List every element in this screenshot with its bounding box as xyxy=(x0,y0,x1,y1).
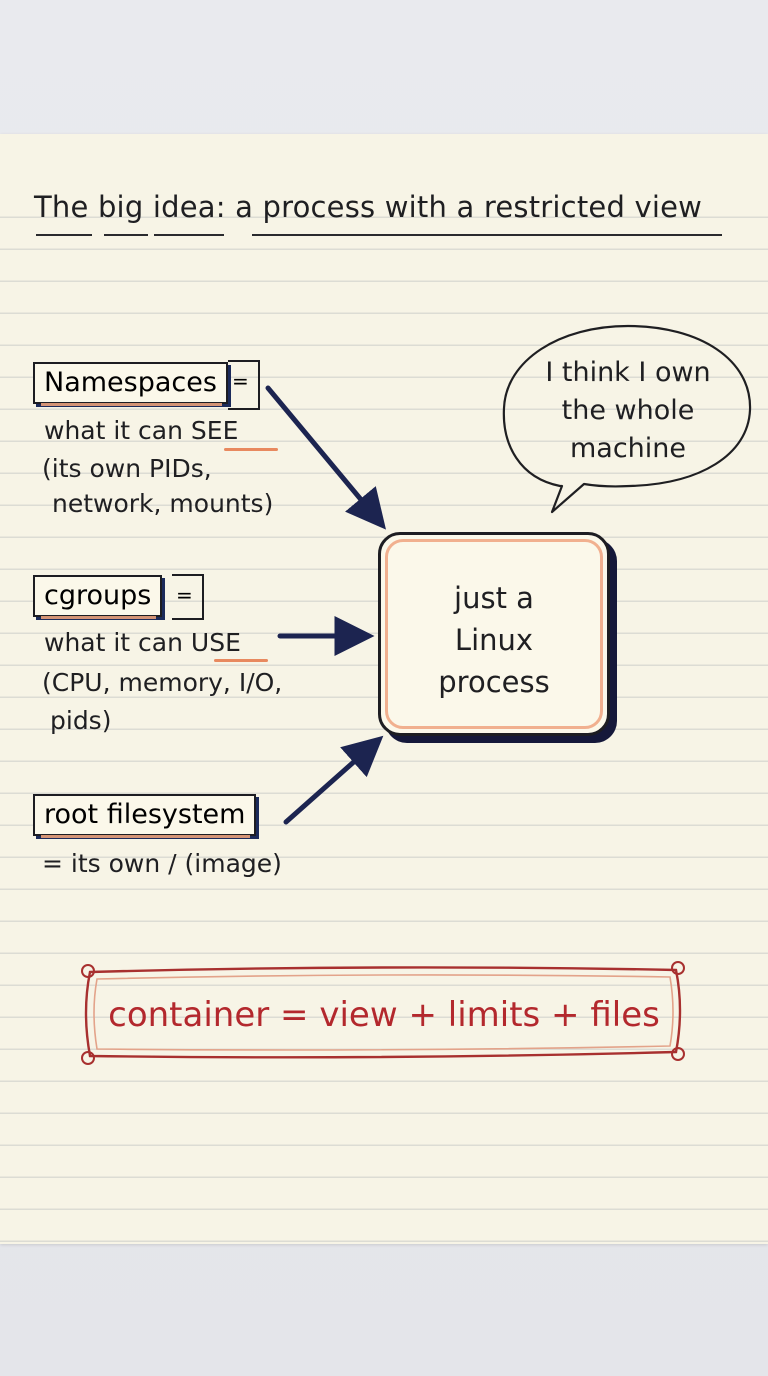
process-line2: Linux xyxy=(454,623,534,657)
speech-bubble-text: I think I own the whole machine xyxy=(520,354,736,468)
rootfs-arrow xyxy=(283,735,384,825)
container-formula: container = view + limits + files xyxy=(108,995,660,1035)
title-underline-4 xyxy=(252,234,722,236)
cgroups-line1-prefix: what it can xyxy=(44,628,191,657)
namespaces-label-box: Namespaces xyxy=(33,362,228,406)
title-underline-2 xyxy=(104,234,148,236)
process-text: just a Linux process xyxy=(381,577,607,703)
formula-frame-curl-tr xyxy=(671,961,685,975)
see-underline xyxy=(224,448,278,451)
cgroups-use: USE xyxy=(190,628,241,657)
bubble-line2: the whole xyxy=(561,395,695,426)
cgroups-label-box: cgroups xyxy=(33,575,163,619)
namespaces-line1-prefix: what it can xyxy=(44,416,191,445)
bubble-line3: machine xyxy=(569,433,687,464)
page-title: The big idea: a process with a restricte… xyxy=(34,190,703,224)
formula-frame-curl-br xyxy=(671,1047,685,1061)
cgroups-line3: pids) xyxy=(50,706,112,735)
formula-frame-inner xyxy=(93,974,674,1051)
title-underline-1 xyxy=(36,234,92,236)
namespaces-see: SEE xyxy=(190,416,239,445)
rootfs-label-box: root filesystem xyxy=(33,794,257,838)
formula-frame-curl-tl xyxy=(81,964,95,978)
namespaces-equals: = xyxy=(232,369,249,393)
speech-bubble xyxy=(502,324,752,514)
cgroups-equals: = xyxy=(176,583,193,607)
process-line3: process xyxy=(438,665,550,699)
title-underline-3 xyxy=(154,234,224,236)
formula-frame-outer xyxy=(84,966,682,1059)
cgroups-label: cgroups xyxy=(44,580,152,611)
namespaces-line3: network, mounts) xyxy=(52,489,274,518)
namespaces-label: Namespaces xyxy=(44,367,217,398)
process-box-highlight xyxy=(385,539,603,729)
namespaces-line2: (its own PIDs, xyxy=(42,454,212,483)
use-underline xyxy=(214,659,268,662)
rootfs-line1: = its own / (image) xyxy=(42,849,282,878)
process-line1: just a xyxy=(454,581,534,615)
process-box: just a Linux process xyxy=(378,532,610,736)
namespaces-equals-box: = xyxy=(228,360,260,410)
formula-frame-curl-bl xyxy=(81,1051,95,1065)
cgroups-line2: (CPU, memory, I/O, xyxy=(42,668,283,697)
namespaces-arrow xyxy=(265,385,387,530)
cgroups-line1: what it can USE xyxy=(44,624,241,661)
rootfs-label: root filesystem xyxy=(44,799,246,830)
namespaces-line1: what it can SEE xyxy=(44,412,238,449)
bubble-line1: I think I own xyxy=(545,357,711,388)
cgroups-equals-box: = xyxy=(172,574,204,620)
